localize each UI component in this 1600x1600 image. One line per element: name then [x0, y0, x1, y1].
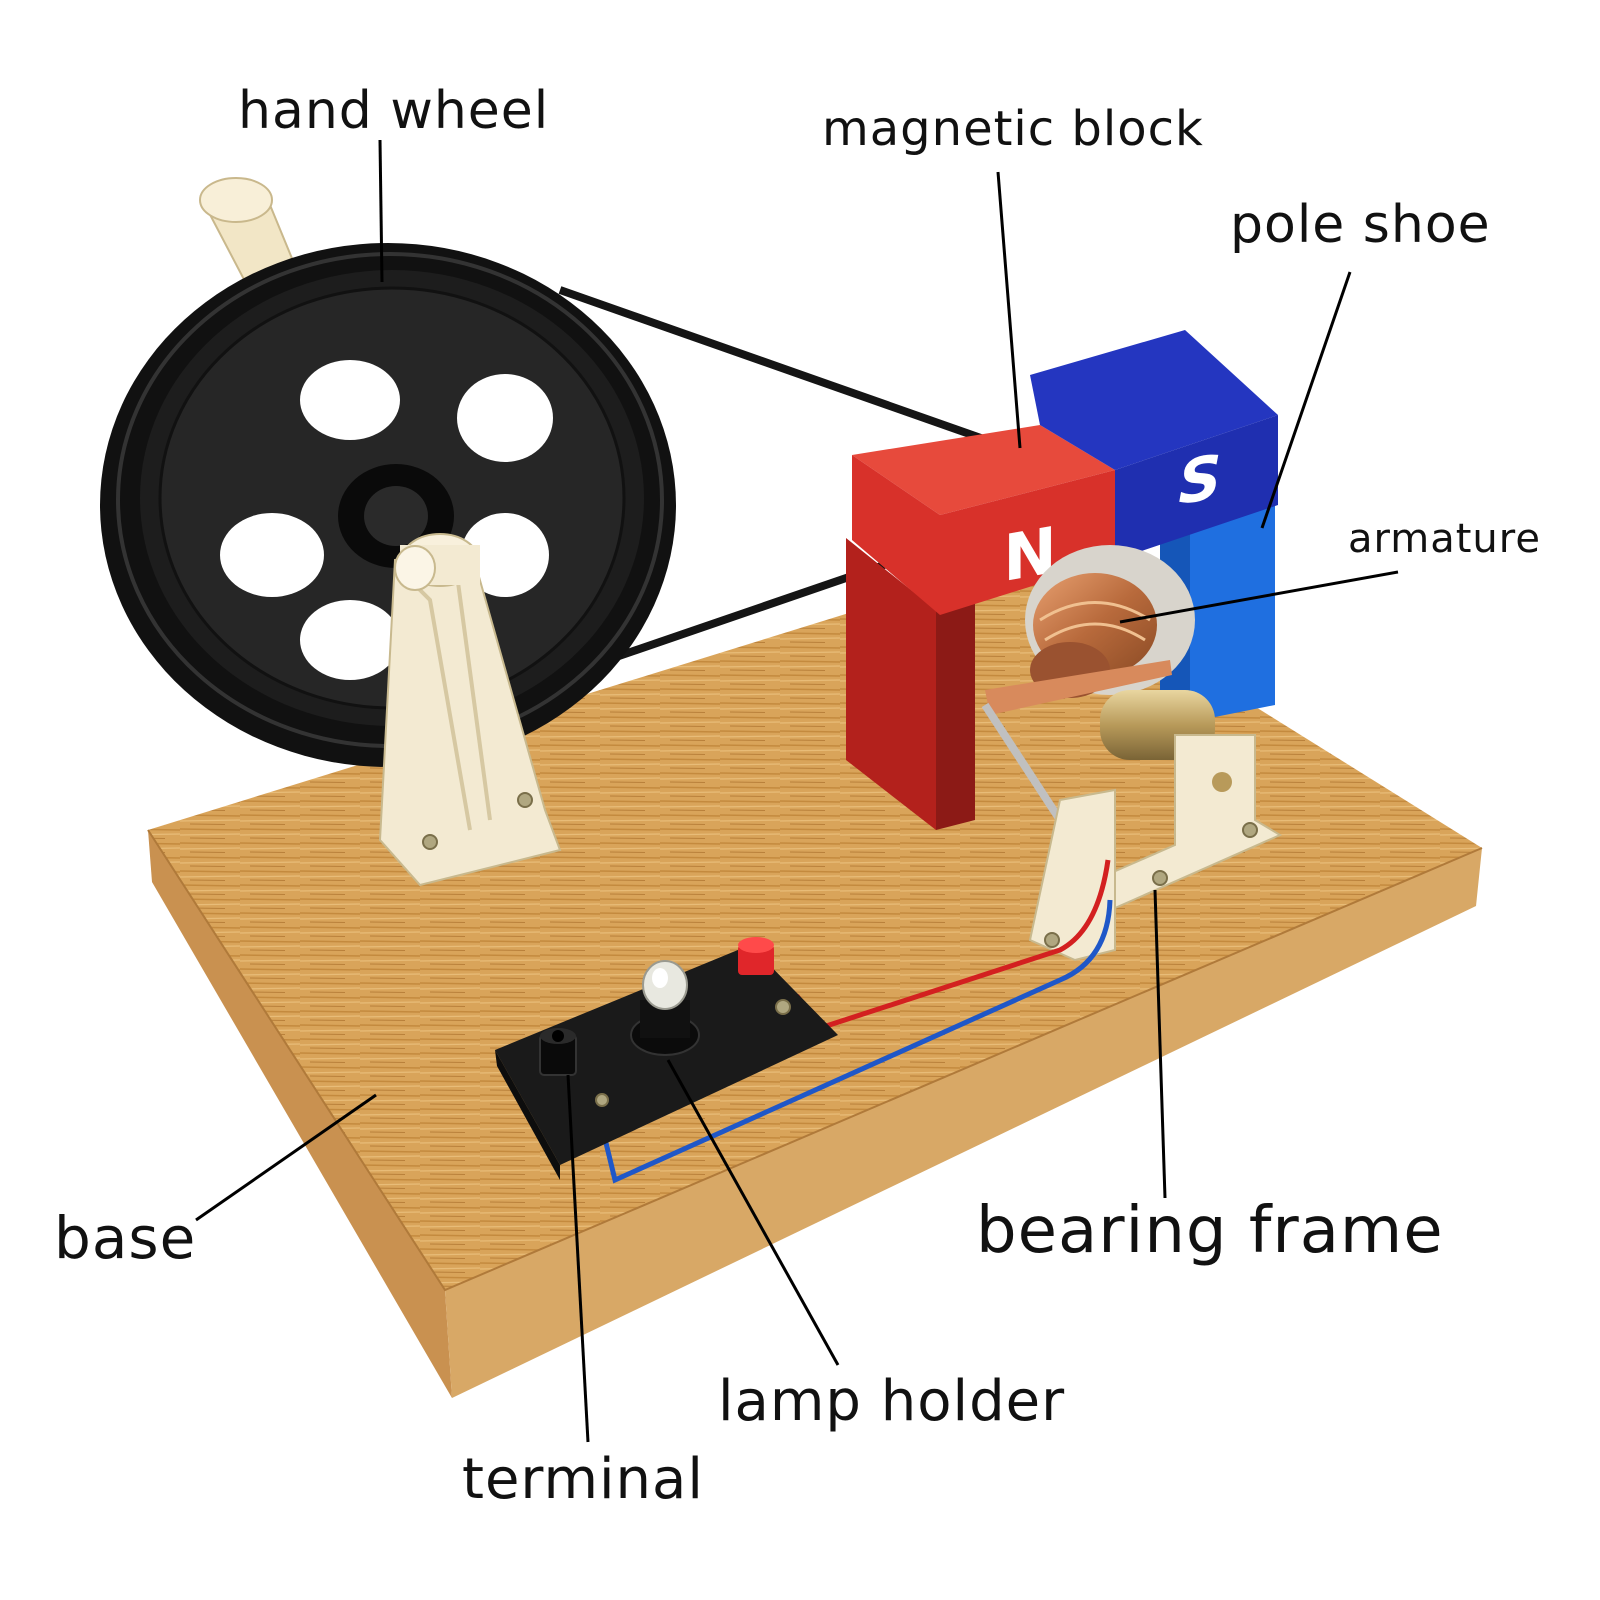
leader-terminal	[566, 1074, 590, 1443]
magnetic-block: N S	[852, 330, 1278, 615]
armature[interactable]	[981, 545, 1215, 823]
labels: hand wheel magnetic block pole shoe arma…	[54, 81, 1541, 1512]
south-pole-letter: S	[1178, 442, 1221, 519]
lamp-holder[interactable]	[630, 960, 700, 1056]
leader-bearing-frame	[1153, 889, 1167, 1199]
label-terminal: terminal	[462, 1447, 704, 1512]
label-bearing-frame: bearing frame	[976, 1194, 1444, 1268]
magnet-assembly: N S	[846, 330, 1278, 830]
leader-hand-wheel	[378, 139, 384, 283]
label-magnetic-block: magnetic block	[822, 101, 1204, 157]
leader-pole-shoe	[1260, 271, 1352, 529]
hand-wheel[interactable]	[100, 177, 676, 767]
label-hand-wheel: hand wheel	[238, 81, 549, 141]
wheel-stand	[378, 533, 562, 887]
black-terminal[interactable]	[539, 1028, 609, 1107]
leader-magnetic-block	[996, 171, 1022, 449]
leader-lamp-holder	[666, 1059, 840, 1366]
leader-armature	[1119, 570, 1399, 624]
lamp-panel	[495, 937, 838, 1180]
label-base: base	[54, 1204, 196, 1272]
label-pole-shoe: pole shoe	[1230, 195, 1491, 255]
leader-base	[195, 1093, 377, 1222]
red-terminal[interactable]	[738, 937, 791, 1015]
label-armature: armature	[1348, 516, 1541, 562]
leader-lines	[195, 139, 1399, 1443]
label-lamp-holder: lamp holder	[718, 1369, 1065, 1434]
wires	[595, 859, 1113, 1184]
